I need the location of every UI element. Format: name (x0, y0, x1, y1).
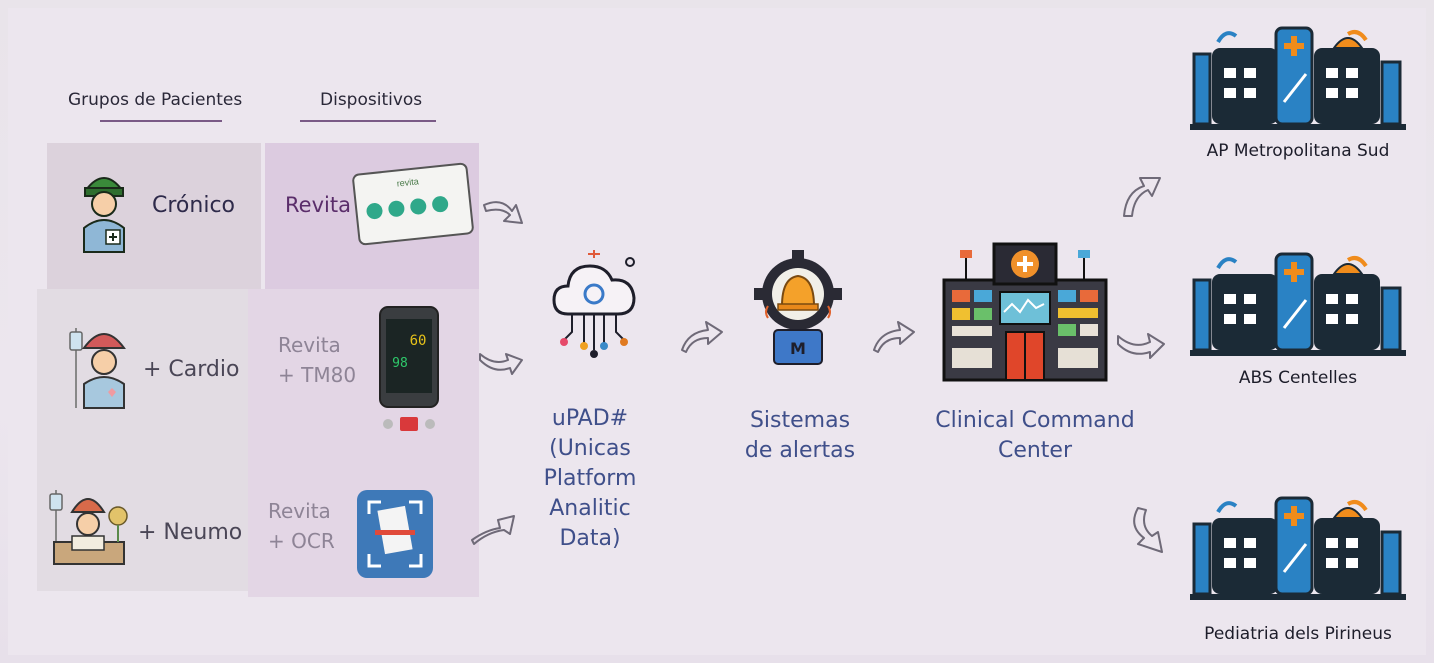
patient-pneumo-icon (49, 490, 128, 565)
device-label-revita-tm80: Revita + TM80 (278, 330, 356, 390)
device-label-revita: Revita (285, 193, 351, 217)
alert-bell-gear-icon: M (754, 250, 842, 365)
ocr-scan-icon (357, 490, 433, 578)
alerts-badge-text: M (790, 339, 806, 358)
arrow-icon (1123, 177, 1161, 217)
arrow-icon (873, 321, 915, 353)
monitor-reading-2: 98 (392, 356, 408, 371)
monitor-reading: 60 (410, 333, 427, 349)
device-label-line2: + OCR (268, 529, 335, 553)
command-center-building-icon (942, 242, 1108, 382)
upad-label-line: Analitic (549, 496, 631, 521)
command-center-label-line: Clinical Command (935, 408, 1135, 433)
alerts-label-line: Sistemas (749, 408, 851, 433)
header-patient-groups: Grupos de Pacientes (68, 90, 243, 110)
patient-cardio-icon (69, 328, 126, 409)
header-devices: Dispositivos (320, 90, 423, 110)
header-underline (100, 120, 222, 122)
patient-chronic-icon (83, 177, 125, 253)
device-label-line1: Revita (278, 333, 341, 357)
arrow-icon (479, 353, 523, 375)
hospital-building-icon (1190, 252, 1406, 356)
upad-label-line: (Unicas (549, 436, 631, 461)
group-label-cronico: Crónico (152, 193, 235, 218)
group-label-neumo: + Neumo (138, 520, 243, 545)
header-underline (300, 120, 436, 122)
alerts-label-line: de alertas (744, 438, 856, 463)
hospital-building-icon (1190, 496, 1406, 600)
device-label-revita-ocr: Revita + OCR (268, 496, 335, 556)
arrow-icon (681, 321, 723, 353)
device-label-line2: + TM80 (278, 363, 357, 387)
command-center-label: Clinical Command Center (922, 406, 1148, 466)
upad-label-line: Platform (543, 466, 637, 491)
alerts-label: Sistemas de alertas (720, 406, 880, 466)
upad-label-line: uPAD# (551, 406, 629, 431)
group-cell-cronico (47, 143, 261, 289)
arrow-icon (1117, 333, 1165, 359)
arrow-icon (483, 201, 523, 224)
tablet-device-icon: revita (352, 162, 474, 246)
arrow-icon (471, 515, 515, 545)
hospital-building-icon (1190, 26, 1406, 130)
group-label-cardio: + Cardio (143, 357, 240, 382)
command-center-label-line: Center (997, 438, 1073, 463)
site-label-pediatria-pirineus: Pediatria dels Pirineus (1204, 624, 1392, 644)
cloud-analytics-icon (552, 250, 636, 358)
site-label-ap-metropolitana: AP Metropolitana Sud (1206, 141, 1390, 161)
site-label-abs-centelles: ABS Centelles (1238, 368, 1358, 388)
monitor-device-icon: 60 98 (379, 306, 439, 431)
arrow-icon (1133, 507, 1163, 553)
upad-label-line: Data) (559, 526, 621, 551)
upad-label: uPAD# (Unicas Platform Analitic Data) (520, 404, 660, 554)
tablet-screen-text: revita (396, 176, 419, 188)
device-label-line1: Revita (268, 499, 331, 523)
